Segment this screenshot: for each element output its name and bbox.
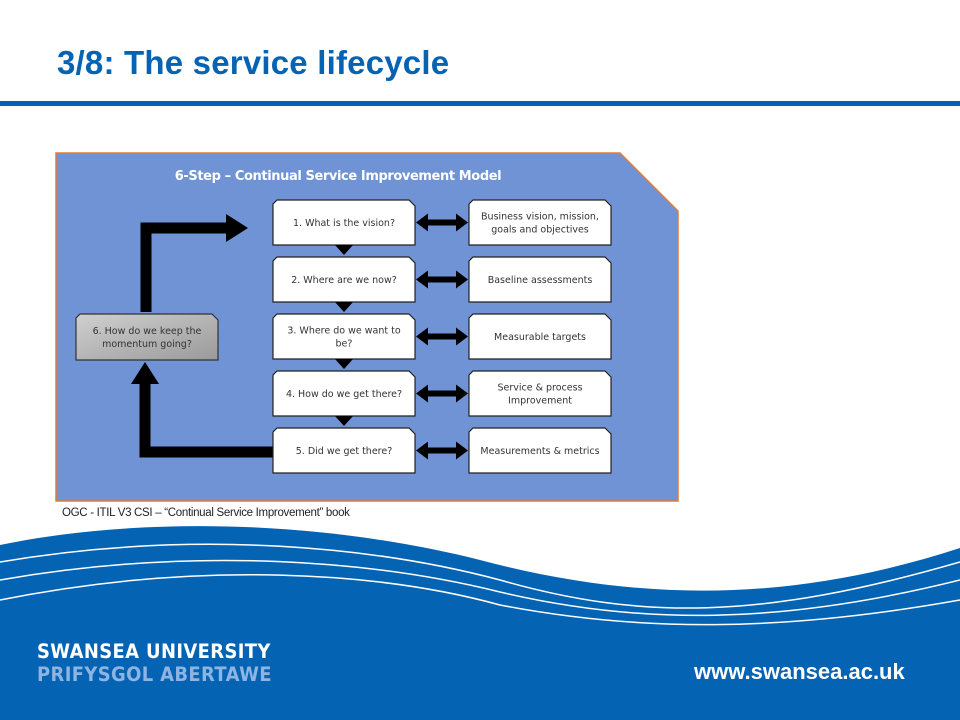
down-arrow-icon xyxy=(335,359,353,369)
step-label-line-1: 1. What is the vision? xyxy=(293,218,395,229)
step-row-2: 2. Where are we now? Baseline assessments xyxy=(272,256,612,312)
step-row-4: 4. How do we get there? Service & process… xyxy=(272,370,612,426)
university-url[interactable]: www.swansea.ac.uk xyxy=(694,659,905,684)
related-label-line-2: goals and objectives xyxy=(491,225,589,236)
slide-title: 3/8: The service lifecycle xyxy=(57,44,450,81)
title-underline xyxy=(0,101,960,106)
step-label-line-1: 2. Where are we now? xyxy=(291,275,397,286)
down-arrow-icon xyxy=(335,416,353,426)
step-label-line-1: 5. Did we get there? xyxy=(296,446,393,457)
related-box xyxy=(468,199,612,246)
loop-arrow-up xyxy=(131,362,276,458)
step-label-line-1: 3. Where do we want to xyxy=(287,326,400,337)
double-arrow-icon xyxy=(416,213,468,232)
related-label-line-1: Measurable targets xyxy=(494,332,586,343)
university-name-english: SWANSEA UNIVERSITY xyxy=(37,640,271,663)
steps-layer: 1. What is the vision? Business vision, m… xyxy=(272,199,612,474)
step-row-3: 3. Where do we want to be? Measurable targ… xyxy=(272,313,612,369)
down-arrow-icon xyxy=(335,302,353,312)
related-box xyxy=(468,256,612,303)
step-row-1: 1. What is the vision? Business vision, m… xyxy=(272,199,612,255)
related-label-line-2: Improvement xyxy=(508,396,572,407)
step-6-box: 6. How do we keep the momentum going? xyxy=(75,313,219,361)
diagram-title: 6-Step – Continual Service Improvement M… xyxy=(175,169,501,184)
step-box xyxy=(272,370,416,417)
down-arrow-icon xyxy=(335,245,353,255)
step-label-line-2: be? xyxy=(336,339,353,350)
related-box xyxy=(468,427,612,474)
step-box xyxy=(272,427,416,474)
related-box xyxy=(468,370,612,417)
related-label-line-1: Measurements & metrics xyxy=(480,446,599,457)
double-arrow-icon xyxy=(416,441,468,460)
related-box xyxy=(468,313,612,360)
double-arrow-icon xyxy=(416,327,468,346)
related-label-line-1: Baseline assessments xyxy=(488,275,593,286)
related-label-line-1: Business vision, mission, xyxy=(481,212,599,223)
loop-arrow-right xyxy=(140,214,248,312)
double-arrow-icon xyxy=(416,270,468,289)
double-arrow-icon xyxy=(416,384,468,403)
step-box xyxy=(272,256,416,303)
university-name-welsh: PRIFYSGOL ABERTAWE xyxy=(37,663,272,686)
step-label-line-1: 4. How do we get there? xyxy=(286,389,402,400)
related-label-line-1: Service & process xyxy=(497,383,582,394)
step-6-line-1: 6. How do we keep the xyxy=(93,326,202,337)
footer-wave xyxy=(0,526,960,720)
source-caption: OGC - ITIL V3 CSI – “Continual Service I… xyxy=(62,507,350,519)
step-row-5: 5. Did we get there? Measurements & metri… xyxy=(272,427,612,474)
step-6-line-2: momentum going? xyxy=(102,339,192,350)
step-box xyxy=(272,199,416,246)
step-box xyxy=(272,313,416,360)
